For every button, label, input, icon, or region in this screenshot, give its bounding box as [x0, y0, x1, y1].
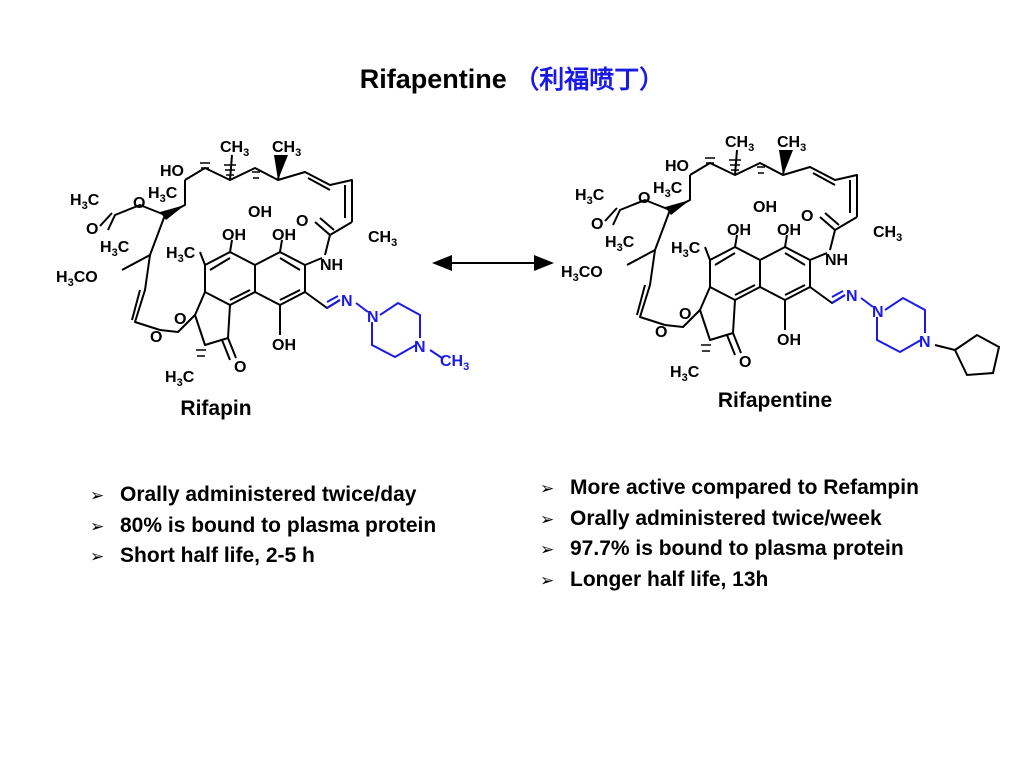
list-item: ➢More active compared to Refampin	[540, 473, 919, 504]
list-item: ➢Orally administered twice/week	[540, 504, 919, 535]
title-main: Rifapentine	[359, 64, 507, 94]
arrowhead-bullet-icon: ➢	[90, 486, 105, 506]
list-item: ➢Short half life, 2-5 h	[90, 541, 436, 572]
arrowhead-bullet-icon: ➢	[90, 516, 105, 537]
arrowhead-bullet-icon: ➢	[540, 540, 555, 560]
list-item: ➢97.7% is bound to plasma protein	[540, 534, 919, 565]
rifapin-bullet-list: ➢Orally administered twice/day ➢80% is b…	[90, 480, 436, 572]
title-chinese: 利福喷丁	[539, 65, 640, 94]
title-close-paren: ）	[639, 65, 665, 94]
rifapentine-label: Rifapentine	[718, 389, 832, 412]
arrowhead-bullet-icon: ➢	[90, 547, 105, 567]
arrowhead-bullet-icon: ➢	[540, 509, 555, 530]
rifapin-structure: CH3	[55, 138, 469, 390]
title-open-paren: （	[514, 65, 540, 94]
cyclopentyl-ring-icon	[953, 333, 1001, 377]
svg-text:CH3: CH3	[440, 353, 469, 373]
arrowhead-bullet-icon: ➢	[540, 570, 555, 591]
rifapin-label: Rifapin	[180, 397, 251, 420]
list-item: ➢Longer half life, 13h	[540, 565, 919, 596]
list-item: ➢Orally administered twice/day	[90, 480, 436, 511]
arrowhead-bullet-icon: ➢	[540, 479, 555, 499]
page-title: Rifapentine （利福喷丁）	[0, 60, 1024, 96]
rifapentine-structure	[560, 133, 1001, 385]
rifapentine-bullet-list: ➢More active compared to Refampin ➢Orall…	[540, 473, 919, 595]
list-item: ➢80% is bound to plasma protein	[90, 511, 436, 542]
